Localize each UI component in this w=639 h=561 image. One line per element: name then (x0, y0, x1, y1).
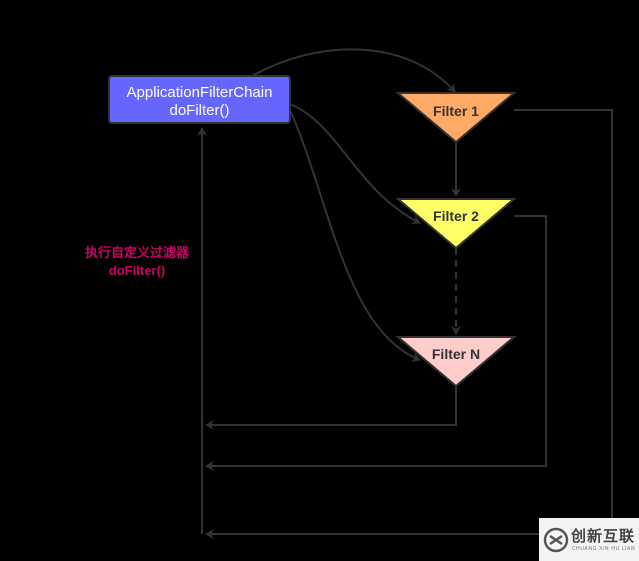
chain-node (108, 75, 291, 124)
chain-node-method: doFilter() (169, 102, 229, 119)
brand-logo-icon (543, 527, 569, 553)
edge-chain-to-filter-n (289, 109, 421, 362)
filter-n-node (395, 336, 517, 388)
filter-n-label: Filter N (432, 346, 480, 362)
return-edge-filter-2 (205, 215, 547, 471)
return-edge-filter-1 (205, 109, 613, 539)
filter-1-label: Filter 1 (433, 103, 479, 119)
annotation-title: 执行自定义过滤器 (85, 245, 190, 261)
watermark-subtitle: CHUANG XIN HU LIAN (572, 546, 636, 552)
filter-2-node (395, 198, 517, 250)
filter-2-label: Filter 2 (433, 208, 479, 224)
edge-chain-to-filter-2 (289, 103, 421, 224)
chain-node-title: ApplicationFilterChain (127, 84, 273, 101)
watermark-title: 创新互联 (571, 527, 636, 545)
annotation-method: doFilter() (109, 263, 165, 278)
filter-1-node (395, 92, 517, 144)
edge-chain-to-filter-1 (244, 48, 456, 93)
return-edge-filter-n (205, 385, 457, 430)
watermark: 创新互联 CHUANG XIN HU LIAN (539, 518, 639, 561)
